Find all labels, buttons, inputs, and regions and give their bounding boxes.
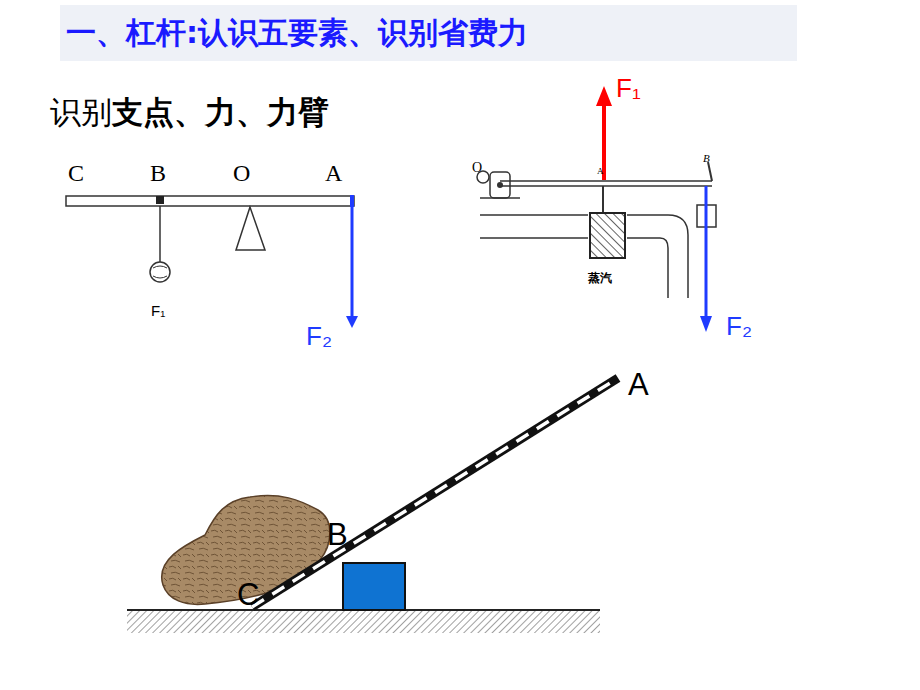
crowbar-figure xyxy=(127,378,618,633)
subtitle: 识别 xyxy=(50,95,112,129)
force-label: F₂ xyxy=(726,312,752,341)
title: 一、杠杆:认识五要素、识别省费力 xyxy=(66,16,528,49)
valve-figure xyxy=(467,86,728,332)
point-label: C xyxy=(237,578,259,612)
crowbar xyxy=(252,378,618,607)
point-label: A xyxy=(325,160,342,186)
subtitle-bold: 支点、力、力臂 xyxy=(112,95,329,129)
fulcrum-block xyxy=(343,563,405,610)
point-label: B xyxy=(150,160,166,186)
point-label: B xyxy=(327,518,348,552)
title-band xyxy=(60,5,797,61)
steam-label: 蒸汽 xyxy=(588,272,612,285)
point-label: A xyxy=(628,368,649,402)
force-label: F₂ xyxy=(306,322,332,351)
point-label: O xyxy=(472,160,482,175)
lever-figure-1 xyxy=(55,158,367,322)
point-label: A xyxy=(597,167,604,177)
point-label: C xyxy=(68,160,84,186)
force-label: F₁ xyxy=(151,303,165,320)
force-label: F₁ xyxy=(616,74,641,103)
point-label: O xyxy=(233,160,250,186)
point-label: B xyxy=(703,152,710,164)
